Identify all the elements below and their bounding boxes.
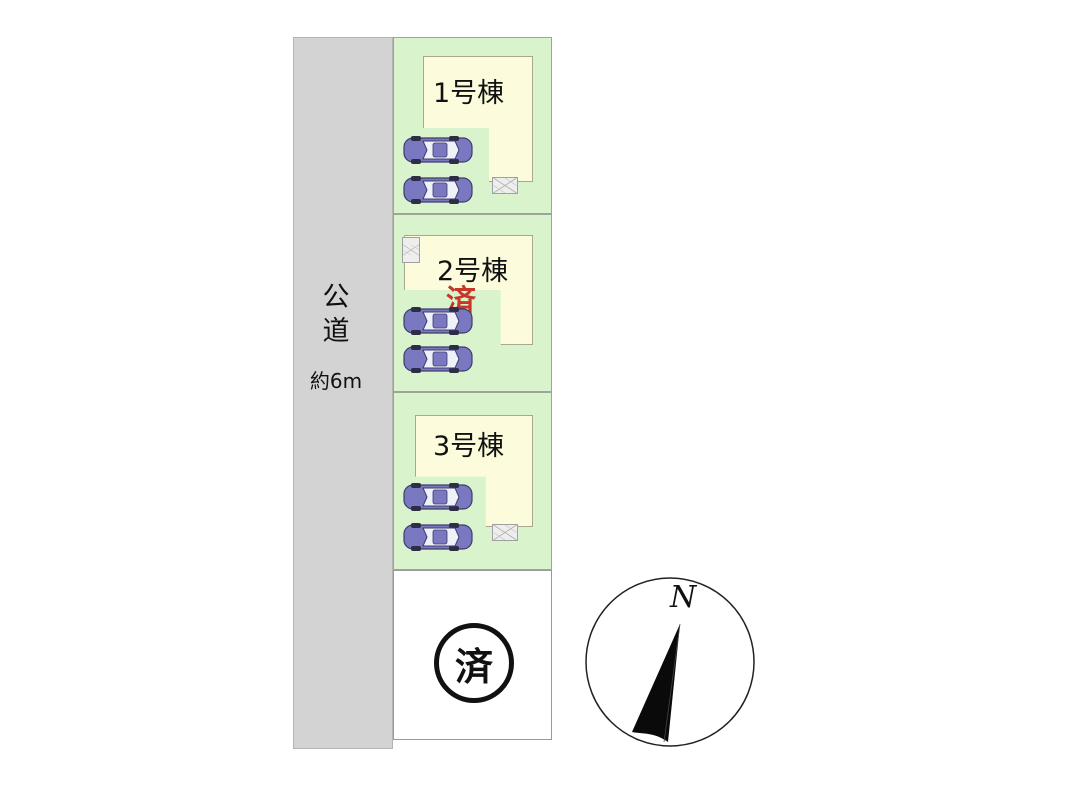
road-char-1: 公 [322,282,350,313]
car-icon [403,523,473,551]
car-icon [403,176,473,204]
compass-icon [585,577,755,747]
storage-marker [492,524,518,541]
car-icon [403,345,473,373]
car-icon [403,307,473,335]
car-icon [403,483,473,511]
road-width-label: 約6m [309,369,363,393]
road-char-2: 道 [322,316,350,347]
sold-lot[interactable]: 済 [393,570,552,740]
lot-label: 1号棟 [433,78,505,109]
lot-2[interactable]: 2号棟 済 [393,214,552,392]
lot-label: 3号棟 [433,431,505,462]
sold-circle-mark: 済 [434,623,514,703]
storage-marker [492,177,518,194]
lot-3[interactable]: 3号棟 [393,392,552,570]
storage-marker [402,237,420,263]
lot-label: 2号棟 [437,256,509,287]
compass-north-label: N [670,580,697,615]
lot-1[interactable]: 1号棟 [393,37,552,214]
car-icon [403,136,473,164]
public-road: 公 道 約6m [293,37,393,749]
